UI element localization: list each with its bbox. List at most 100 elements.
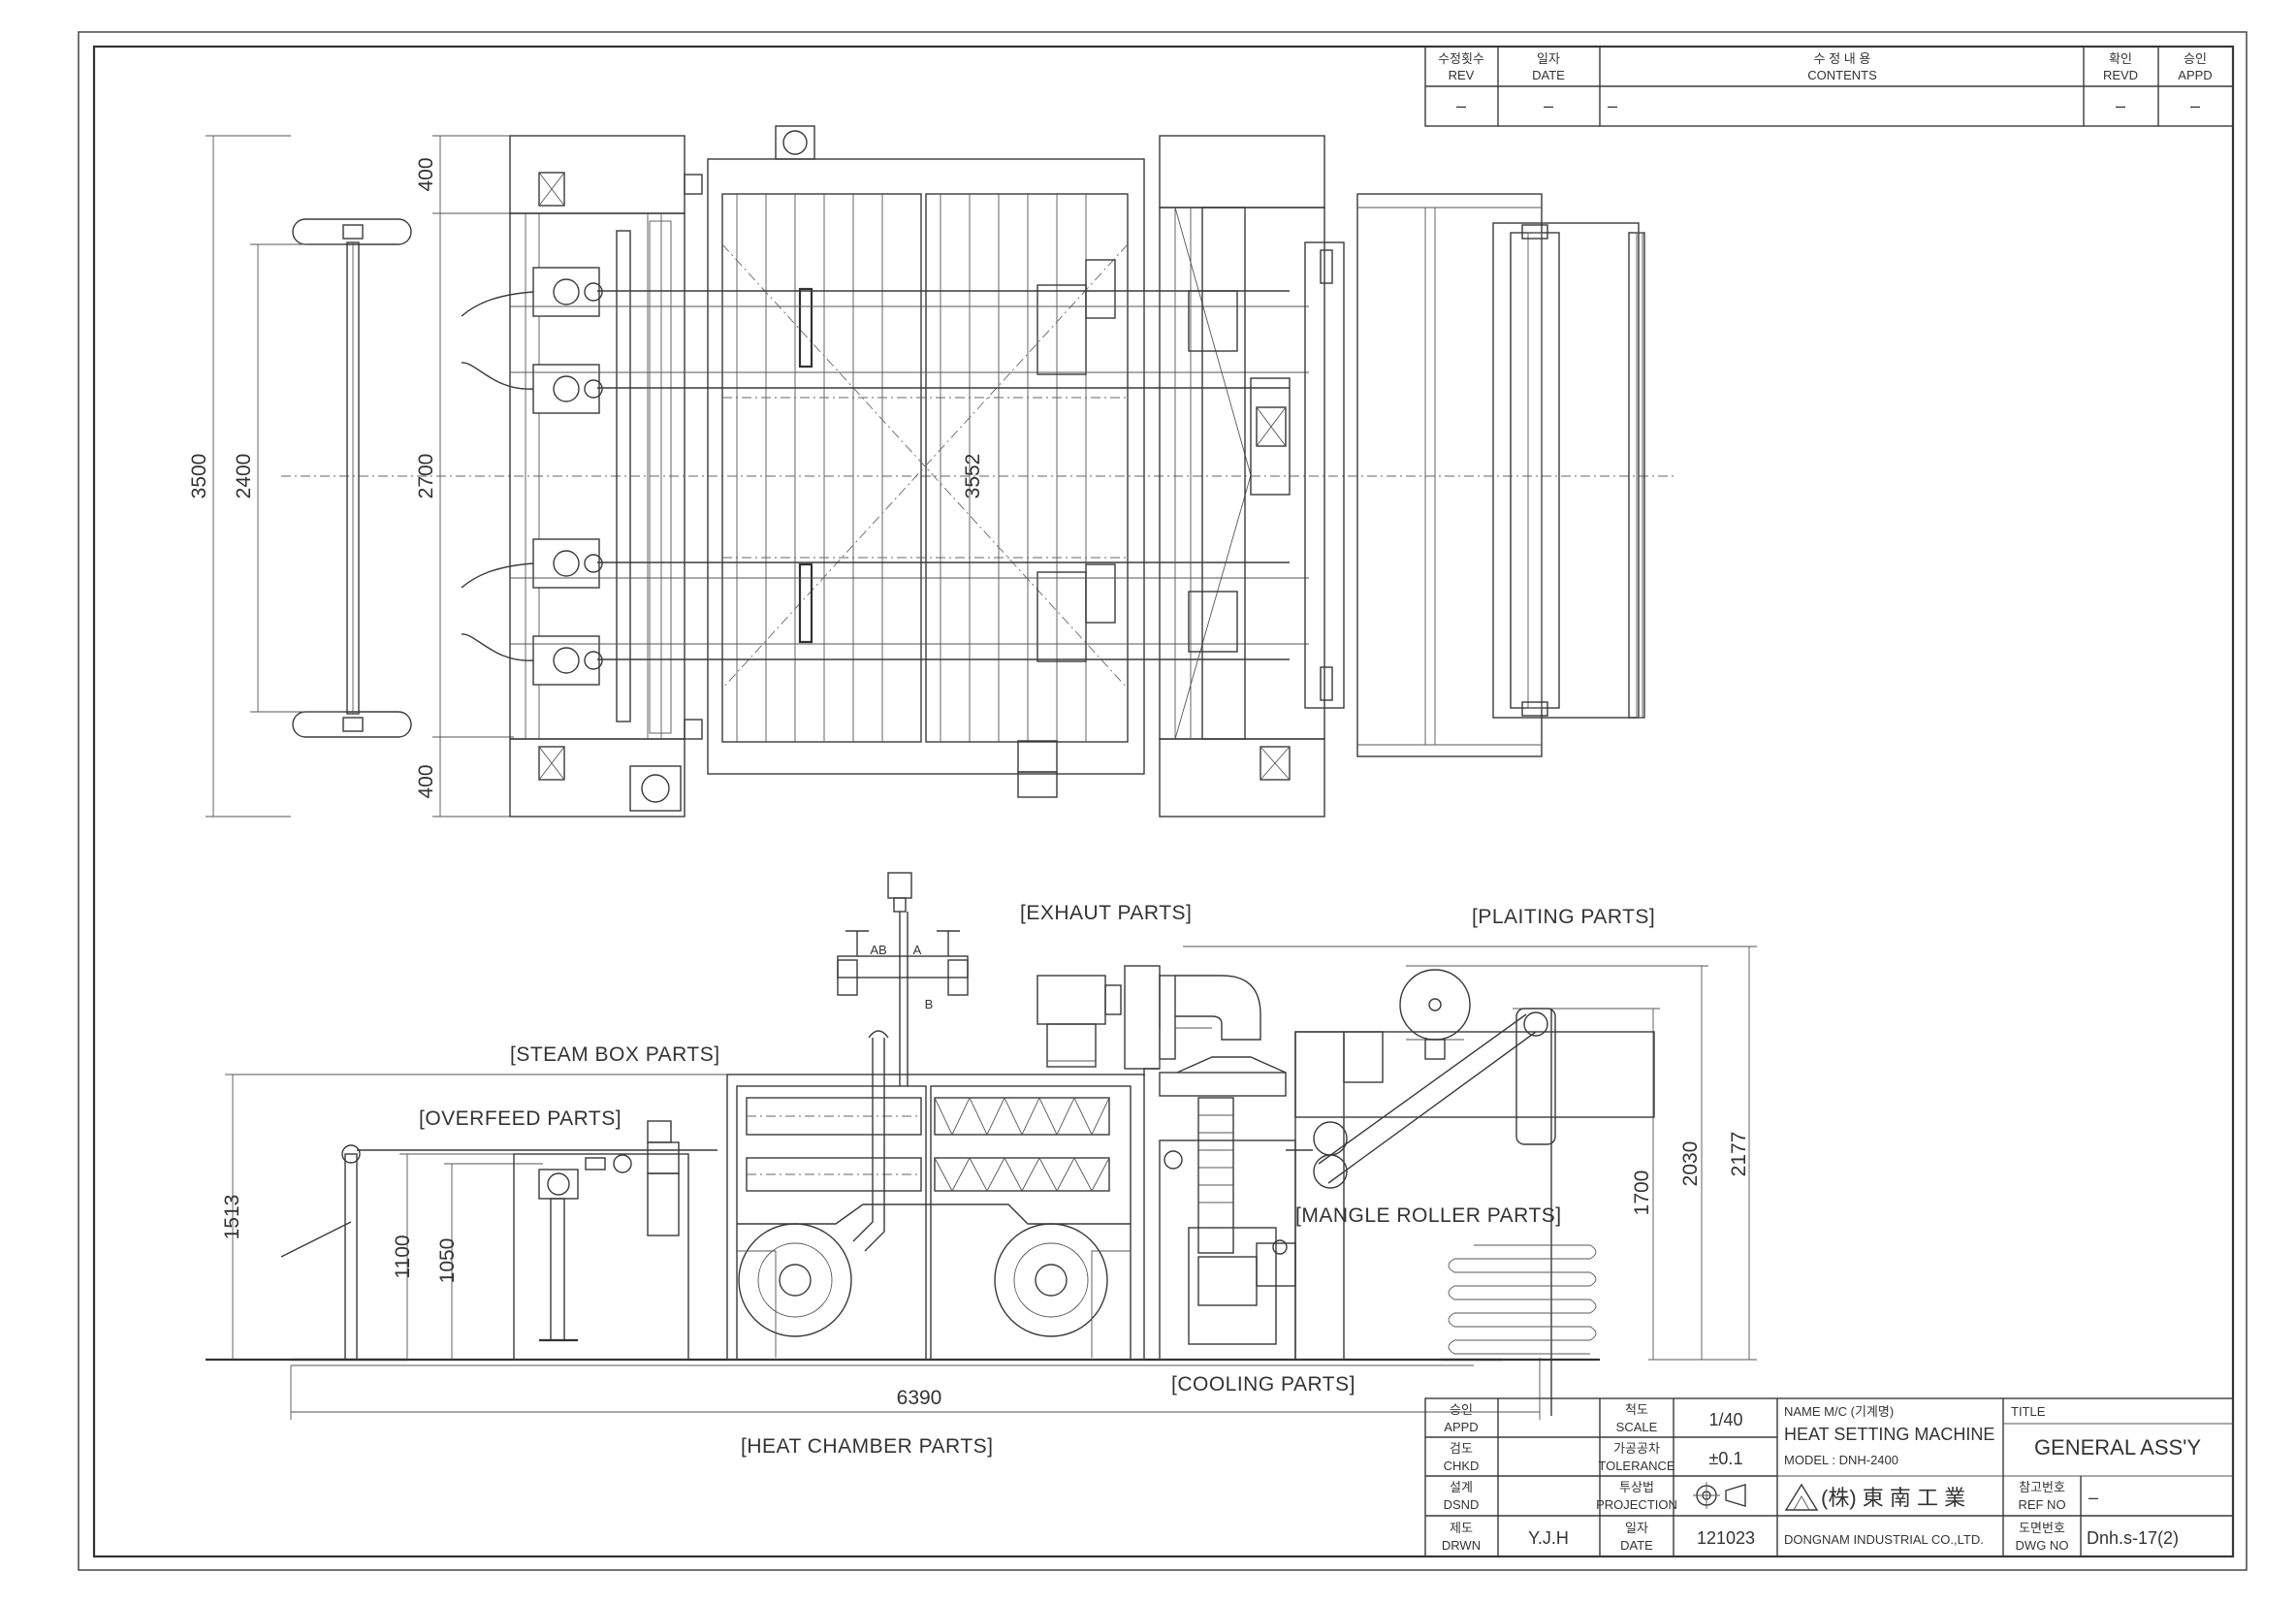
dwg-no-value: Dnh.s-17(2): [2087, 1528, 2179, 1548]
rev-header-ko: 수정횟수: [1438, 51, 1484, 66]
svg-text:DRWN: DRWN: [1442, 1538, 1481, 1553]
revd-header-en: REVD: [2103, 68, 2138, 82]
svg-text:DATE: DATE: [1620, 1538, 1653, 1553]
svg-text:PROJECTION: PROJECTION: [1596, 1497, 1677, 1512]
company-name-en: DONGNAM INDUSTRIAL CO.,LTD.: [1784, 1532, 1984, 1547]
label-heat-chamber-parts: [HEAT CHAMBER PARTS]: [741, 1435, 994, 1458]
plaited-fabric-folds: [1448, 1244, 1597, 1355]
dim-3552: 3552: [962, 454, 984, 499]
svg-text:TITLE: TITLE: [2011, 1404, 2046, 1419]
mangle-roller-bottom: [1313, 1154, 1348, 1189]
svg-text:검도: 검도: [1450, 1441, 1473, 1456]
projection-symbol: [1693, 1482, 1746, 1509]
mangle-roller-top: [1313, 1121, 1348, 1156]
revd-header-ko: 확인: [2109, 51, 2132, 66]
contents-header-ko: 수 정 내 용: [1814, 51, 1871, 66]
rev-header-en: REV: [1449, 68, 1475, 82]
label-plaiting-parts: [PLAITING PARTS]: [1472, 906, 1655, 928]
company-name-ko: (株) 東 南 工 業: [1821, 1486, 1965, 1510]
appd-header-ko: 승인: [2184, 51, 2207, 66]
plan-view: 3500 2400 2700 400 400: [188, 125, 1677, 818]
svg-text:투상법: 투상법: [1619, 1480, 1654, 1494]
label-cooling-parts: [COOLING PARTS]: [1171, 1373, 1355, 1395]
svg-text:TOLERANCE: TOLERANCE: [1598, 1459, 1675, 1473]
date-header-ko: 일자: [1537, 51, 1560, 66]
svg-text:REF NO: REF NO: [2018, 1497, 2065, 1512]
dim-3500: 3500: [188, 454, 210, 499]
svg-text:NAME M/C (기계명): NAME M/C (기계명): [1784, 1404, 1894, 1419]
plan-fabric-lines: [510, 290, 1309, 660]
appd-value: –: [2190, 96, 2200, 115]
steam-box-piping: [837, 872, 969, 1252]
plan-plaiting-section: [1356, 193, 1645, 757]
contents-value: –: [1608, 96, 1617, 115]
label-exhaust-parts: [EXHAUT PARTS]: [1020, 902, 1192, 924]
exhaust-elevation: [1036, 965, 1287, 1097]
dim-2700: 2700: [415, 454, 437, 499]
dim-2177: 2177: [1728, 1132, 1750, 1177]
plan-cooling-section: [1159, 135, 1345, 818]
svg-text:승인: 승인: [1450, 1402, 1473, 1417]
svg-text:DWG NO: DWG NO: [2016, 1538, 2069, 1553]
svg-text:일자: 일자: [1625, 1521, 1648, 1535]
title-block: 승인 APPD 검도 CHKD 설계 DSND 제도 DRWN Y.J.H 척도…: [1424, 1397, 2234, 1557]
svg-text:참고번호: 참고번호: [2019, 1480, 2065, 1494]
heat-chamber-elevation: [726, 1074, 1145, 1361]
date-value: 121023: [1697, 1528, 1755, 1548]
drawn-by-value: Y.J.H: [1528, 1528, 1569, 1548]
dim-6390: 6390: [897, 1387, 942, 1409]
svg-text:APPD: APPD: [1444, 1420, 1478, 1434]
svg-text:척도: 척도: [1625, 1402, 1648, 1417]
contents-header-en: CONTENTS: [1807, 68, 1877, 82]
appd-header-en: APPD: [2178, 68, 2212, 82]
valve-label-b: B: [925, 997, 934, 1011]
label-overfeed-parts: [OVERFEED PARTS]: [419, 1107, 622, 1130]
machine-name: HEAT SETTING MACHINE: [1784, 1425, 1994, 1444]
dim-2400: 2400: [233, 454, 255, 499]
plan-heat-chamber: [707, 125, 1145, 798]
dim-1513: 1513: [221, 1195, 243, 1240]
company-logo-icon: [1784, 1483, 1819, 1511]
elevation-dimension-lines: [225, 946, 1757, 1420]
ref-no-value: –: [2089, 1488, 2098, 1507]
label-mangle-roller-parts: [MANGLE ROLLER PARTS]: [1295, 1204, 1562, 1227]
dim-2030: 2030: [1679, 1141, 1702, 1187]
svg-text:SCALE: SCALE: [1616, 1420, 1658, 1434]
rev-value: –: [1456, 96, 1466, 115]
revd-value: –: [2116, 96, 2125, 115]
dim-1050: 1050: [436, 1238, 459, 1284]
dim-1700: 1700: [1631, 1171, 1653, 1216]
fan-right: [994, 1223, 1108, 1337]
inner-border: [92, 45, 2235, 1558]
dim-400-top: 400: [415, 157, 437, 191]
cooling-elevation: [1159, 1097, 1296, 1361]
svg-text:가공공차: 가공공차: [1613, 1441, 1660, 1456]
elevation-view: 1513 1100 1050 1700 2030 2177 6390: [206, 872, 1757, 1420]
label-steam-box-parts: [STEAM BOX PARTS]: [510, 1043, 720, 1066]
date-value: –: [1544, 96, 1553, 115]
tolerance-value: ±0.1: [1709, 1449, 1743, 1468]
svg-text:DSND: DSND: [1444, 1497, 1480, 1512]
scale-value: 1/40: [1708, 1410, 1742, 1429]
plan-dimension-lines: [206, 135, 514, 818]
entry-stand: [280, 1144, 718, 1362]
revision-table: 수정횟수 REV 일자 DATE 수 정 내 용 CONTENTS 확인 REV…: [1424, 46, 2234, 127]
fan-left: [738, 1223, 852, 1337]
svg-text:설계: 설계: [1450, 1480, 1473, 1494]
plaiting-wheel: [1399, 969, 1471, 1041]
date-header-en: DATE: [1532, 68, 1565, 82]
outer-border: [78, 31, 2248, 1571]
valve-label-ab: AB: [870, 943, 886, 957]
drawing-title: GENERAL ASS'Y: [2034, 1435, 2201, 1460]
dim-400-bottom: 400: [415, 764, 437, 798]
valve-label-a: A: [913, 943, 922, 957]
svg-text:CHKD: CHKD: [1444, 1459, 1480, 1473]
dim-1100: 1100: [392, 1235, 414, 1278]
feed-roller: [292, 218, 412, 738]
plaiting-elevation: [1286, 969, 1655, 1416]
svg-text:도면번호: 도면번호: [2019, 1521, 2065, 1535]
overfeed-elevation: [513, 1120, 689, 1361]
svg-text:제도: 제도: [1450, 1521, 1473, 1535]
model-number: MODEL : DNH-2400: [1784, 1453, 1898, 1467]
